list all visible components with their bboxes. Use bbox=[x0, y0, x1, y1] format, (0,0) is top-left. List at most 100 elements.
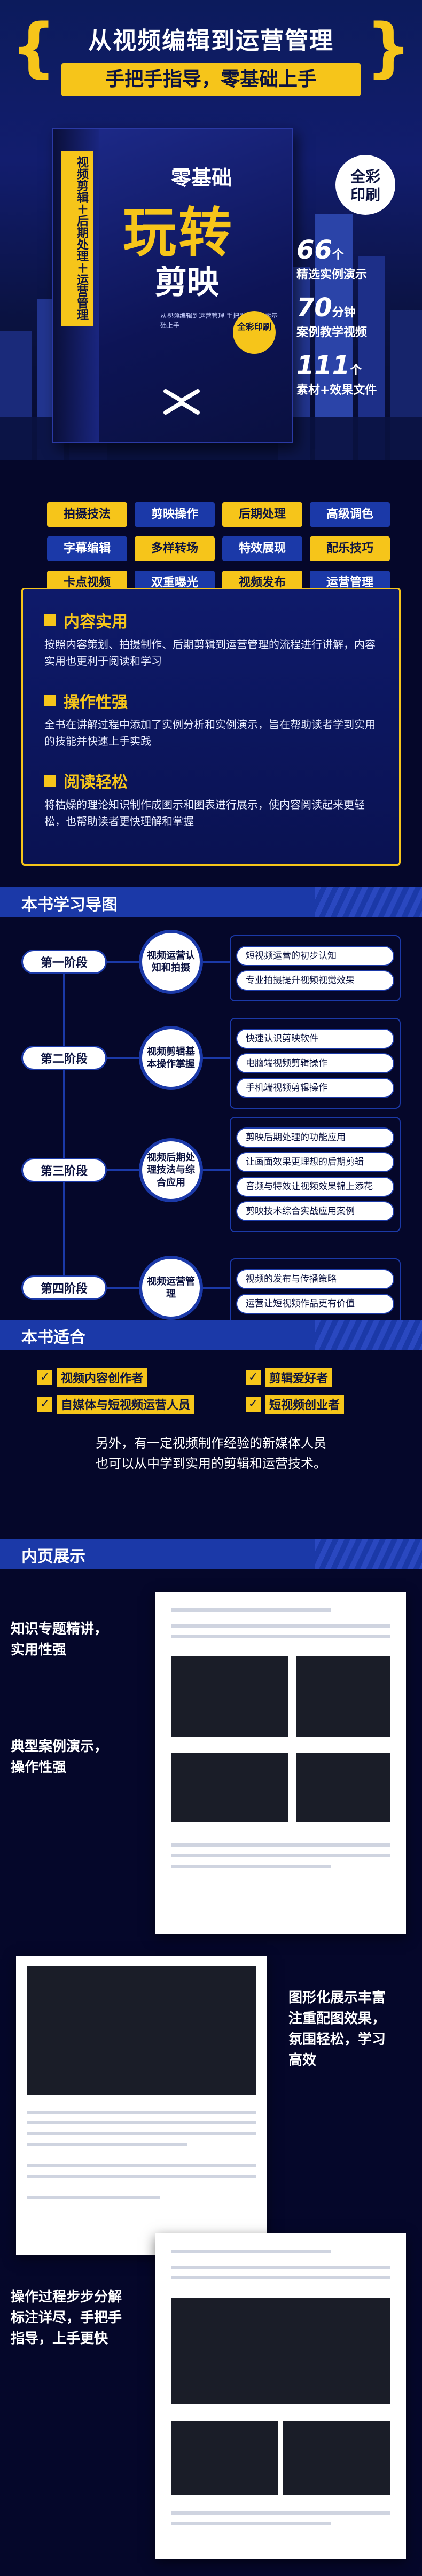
stage-hub: 视频运营认知和拍摄 bbox=[139, 930, 203, 994]
feature-item: 操作性强 全书在讲解过程中添加了实例分析和实例演示，旨在帮助读者学到实用的技能并… bbox=[23, 670, 399, 750]
stage-leaf: 视频的发布与传播策略 bbox=[236, 1269, 394, 1289]
feature-title: 操作性强 bbox=[64, 693, 128, 712]
section-header-map: 本书学习导图 bbox=[0, 887, 422, 917]
stage-leaf: 手机端视频剪辑操作 bbox=[236, 1078, 394, 1098]
features-panel: 内容实用 按照内容策划、拍摄制作、后期剪辑到运营管理的流程进行讲解，内容实用也更… bbox=[21, 588, 401, 866]
book-title-line2: 玩转 bbox=[123, 201, 234, 264]
topic-tag: 特效展现 bbox=[222, 536, 302, 561]
stat-item: 111个 素材+效果文件 bbox=[296, 351, 414, 398]
stage-leaf: 运营让短视频作品更有价值 bbox=[236, 1294, 394, 1314]
stat-label: 素材+效果文件 bbox=[296, 384, 377, 397]
section-title: 本书适合 bbox=[21, 1328, 85, 1347]
feature-item: 内容实用 按照内容策划、拍摄制作、后期剪辑到运营管理的流程进行讲解，内容实用也更… bbox=[23, 589, 399, 670]
book-corner-badge: 全彩印刷 bbox=[233, 311, 276, 354]
page-caption: 操作过程步步分解 标注详尽，手把手 指导，上手更快 bbox=[11, 2289, 122, 2347]
hero-banner: { } 从视频编辑到运营管理 手把手指导，零基础上手 视频剪辑＋后期处理＋运营管… bbox=[0, 0, 422, 460]
topic-tags-section: 拍摄技法 剪映操作 后期处理 高级调色 字幕编辑 多样转场 特效展现 配乐技巧 … bbox=[0, 460, 422, 673]
stripe-decoration bbox=[315, 887, 422, 917]
topic-tag: 后期处理 bbox=[222, 502, 302, 527]
topic-tag: 拍摄技法 bbox=[47, 502, 127, 527]
stat-number: 70分钟 bbox=[296, 293, 356, 323]
book-spine-text: 视频剪辑＋后期处理＋运营管理 bbox=[61, 151, 93, 326]
stripe-decoration bbox=[315, 1320, 422, 1350]
stripe-decoration bbox=[315, 1539, 422, 1569]
page-caption: 知识专题精讲， 实用性强 bbox=[11, 1621, 108, 1658]
stat-item: 66个 精选实例演示 bbox=[296, 235, 414, 282]
stat-number: 111个 bbox=[296, 351, 362, 380]
audience-item: ✓自媒体与短视频运营人员 bbox=[37, 1395, 219, 1414]
page-caption: 典型案例演示， 操作性强 bbox=[11, 1739, 108, 1776]
check-icon: ✓ bbox=[37, 1370, 52, 1385]
stage-leaf: 让画面效果更理想的后期剪辑 bbox=[236, 1152, 394, 1172]
feature-title: 阅读轻松 bbox=[64, 773, 128, 792]
stage-leaf: 剪映技术综合实战应用案例 bbox=[236, 1201, 394, 1221]
stage-leaf: 专业拍摄提升视频视觉效果 bbox=[236, 970, 394, 991]
audience-item: ✓视频内容创作者 bbox=[37, 1368, 219, 1387]
stage-leaf: 剪映后期处理的功能应用 bbox=[236, 1127, 394, 1148]
check-icon: ✓ bbox=[246, 1370, 261, 1385]
stage-leaf: 快速认识剪映软件 bbox=[236, 1029, 394, 1049]
left-brace-decoration: { bbox=[11, 11, 57, 85]
inner-page-preview bbox=[155, 2233, 406, 2559]
stage-leaf: 电脑端视频剪辑操作 bbox=[236, 1053, 394, 1073]
stage-label: 第二阶段 bbox=[21, 1046, 107, 1070]
inner-page-preview bbox=[155, 1592, 406, 1934]
bullet-square-icon bbox=[44, 775, 56, 787]
topic-tags-grid: 拍摄技法 剪映操作 后期处理 高级调色 字幕编辑 多样转场 特效展现 配乐技巧 … bbox=[47, 502, 422, 595]
book-spine: 视频剪辑＋后期处理＋运营管理 bbox=[53, 129, 99, 442]
topic-tag: 剪映操作 bbox=[135, 502, 215, 527]
right-brace-decoration: } bbox=[365, 11, 411, 85]
full-color-badge: 全彩 印刷 bbox=[335, 155, 395, 215]
section-title: 内页展示 bbox=[21, 1547, 85, 1566]
inner-pages-showcase: 知识专题精讲， 实用性强 典型案例演示， 操作性强 图形化展示丰富 注重配图效果… bbox=[0, 1582, 422, 2575]
feature-body: 按照内容策划、拍摄制作、后期剪辑到运营管理的流程进行讲解，内容实用也更利于阅读和… bbox=[44, 638, 376, 667]
capcut-logo-icon bbox=[163, 389, 200, 415]
hero-subtitle: 手把手指导，零基础上手 bbox=[61, 63, 361, 96]
stat-label: 精选实例演示 bbox=[296, 268, 368, 282]
stage-hub: 视频运营管理 bbox=[139, 1256, 203, 1320]
stage-label: 第三阶段 bbox=[21, 1158, 107, 1182]
audience-note: 另外，有一定视频制作经验的新媒体人员 也可以从中学到实用的剪辑和运营技术。 bbox=[96, 1436, 326, 1472]
section-header-audience: 本书适合 bbox=[0, 1320, 422, 1350]
topic-tag: 高级调色 bbox=[310, 502, 390, 527]
badge-text: 全彩 印刷 bbox=[350, 168, 380, 204]
stage-hub: 视频后期处理技法与综合应用 bbox=[139, 1138, 203, 1202]
page-caption: 图形化展示丰富 注重配图效果， 氛围轻松，学习 高效 bbox=[288, 1990, 386, 2068]
stage-hub: 视频剪辑基本操作掌握 bbox=[139, 1026, 203, 1090]
bullet-square-icon bbox=[44, 614, 56, 626]
stage-label: 第一阶段 bbox=[21, 950, 107, 974]
check-icon: ✓ bbox=[37, 1397, 52, 1412]
bullet-square-icon bbox=[44, 695, 56, 706]
topic-tag: 字幕编辑 bbox=[47, 536, 127, 561]
stat-number: 66个 bbox=[296, 235, 344, 265]
stat-item: 70分钟 案例教学视频 bbox=[296, 293, 414, 340]
feature-title: 内容实用 bbox=[64, 613, 128, 632]
audience-section: ✓视频内容创作者 ✓剪辑爱好者 ✓自媒体与短视频运营人员 ✓短视频创业者 另外，… bbox=[21, 1368, 401, 1496]
stage-leaves: 剪映后期处理的功能应用 让画面效果更理想的后期剪辑 音频与特效让视频效果锦上添花… bbox=[230, 1117, 401, 1232]
check-icon: ✓ bbox=[246, 1397, 261, 1412]
section-title: 本书学习导图 bbox=[21, 896, 118, 914]
stage-leaves: 快速认识剪映软件 电脑端视频剪辑操作 手机端视频剪辑操作 bbox=[230, 1018, 401, 1109]
stage-label: 第四阶段 bbox=[21, 1275, 107, 1300]
mindmap-connectors bbox=[63, 961, 230, 1298]
topic-tag: 配乐技巧 bbox=[310, 536, 390, 561]
stat-label: 案例教学视频 bbox=[296, 326, 368, 339]
section-header-pages: 内页展示 bbox=[0, 1539, 422, 1569]
stage-leaves: 视频的发布与传播策略 运营让短视频作品更有价值 bbox=[230, 1258, 401, 1325]
audience-grid: ✓视频内容创作者 ✓剪辑爱好者 ✓自媒体与短视频运营人员 ✓短视频创业者 bbox=[37, 1368, 401, 1414]
feature-body: 将枯燥的理论知识制作成图示和图表进行展示，使内容阅读起来更轻松，也帮助读者更快理… bbox=[44, 798, 365, 828]
stage-leaf: 短视频运营的初步认知 bbox=[236, 946, 394, 966]
book-cover: 视频剪辑＋后期处理＋运营管理 零基础 玩转 剪映 从视频编辑到运营管理 手把手指… bbox=[52, 128, 293, 443]
stats-list: 66个 精选实例演示 70分钟 案例教学视频 111个 素材+效果文件 bbox=[296, 235, 414, 408]
feature-body: 全书在讲解过程中添加了实例分析和实例演示，旨在帮助读者学到实用的技能并快速上手实… bbox=[44, 718, 376, 748]
stage-leaf: 音频与特效让视频效果锦上添花 bbox=[236, 1177, 394, 1197]
book-title-line3: 剪映 bbox=[155, 264, 219, 301]
audience-item: ✓短视频创业者 bbox=[246, 1395, 406, 1414]
audience-item: ✓剪辑爱好者 bbox=[246, 1368, 406, 1387]
book-title-line1: 零基础 bbox=[171, 166, 232, 190]
learning-mindmap: 第一阶段 视频运营认知和拍摄 短视频运营的初步认知 专业拍摄提升视频视觉效果 第… bbox=[0, 930, 422, 1347]
inner-page-preview bbox=[16, 1956, 267, 2255]
topic-tag: 多样转场 bbox=[135, 536, 215, 561]
feature-item: 阅读轻松 将枯燥的理论知识制作成图示和图表进行展示，使内容阅读起来更轻松，也帮助… bbox=[23, 750, 399, 830]
hero-title: 从视频编辑到运营管理 bbox=[88, 27, 334, 55]
